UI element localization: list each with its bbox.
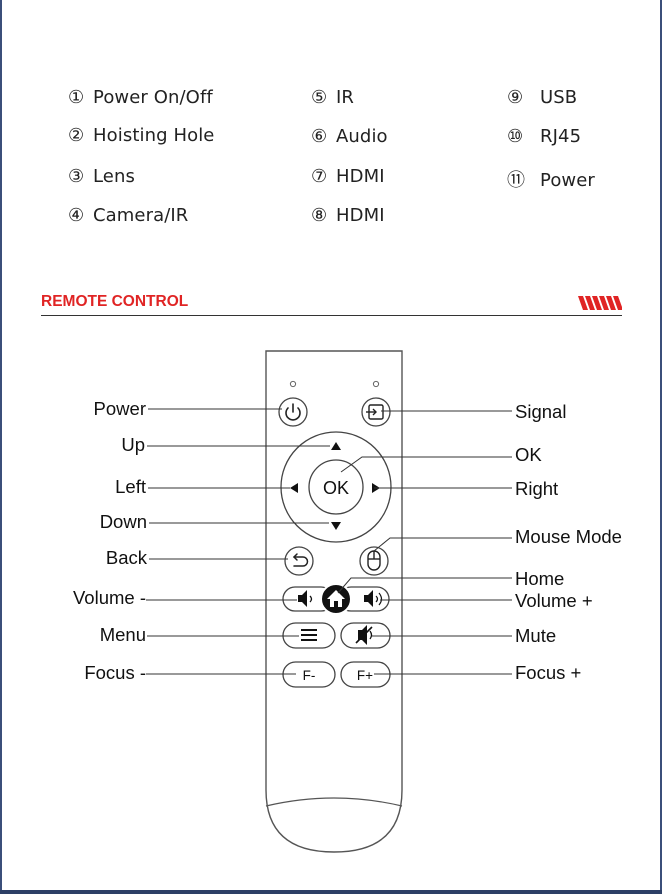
callout-label-menu: Menu: [100, 624, 146, 646]
callout-label-volume-minus: Volume -: [73, 587, 146, 609]
callout-label-home: Home: [515, 568, 564, 590]
callout-label-ok: OK: [515, 444, 542, 466]
callout-label-back: Back: [106, 547, 147, 569]
callout-label-power: Power: [94, 398, 146, 420]
callout-label-left: Left: [115, 476, 146, 498]
callout-label-right: Right: [515, 478, 558, 500]
signal-button: [362, 398, 390, 426]
callout-label-volume-plus: Volume +: [515, 590, 593, 612]
callout-label-down: Down: [100, 511, 147, 533]
callout-label-up: Up: [121, 434, 145, 456]
callout-label-mute: Mute: [515, 625, 556, 647]
callout-label-signal: Signal: [515, 401, 566, 423]
callout-label-focus-plus: Focus +: [515, 662, 581, 684]
home-button: [321, 584, 351, 614]
focus-minus-btn-label: F-: [303, 668, 316, 683]
callout-label-mouse-mode: Mouse Mode: [515, 526, 622, 548]
back-button: [285, 547, 313, 575]
callout-label-focus-minus: Focus -: [84, 662, 146, 684]
power-button: [279, 398, 307, 426]
ok-label: OK: [323, 478, 349, 498]
focus-plus-btn-label: F+: [357, 668, 373, 683]
dpad: OK: [281, 432, 391, 542]
mouse-mode-button: [360, 547, 388, 575]
